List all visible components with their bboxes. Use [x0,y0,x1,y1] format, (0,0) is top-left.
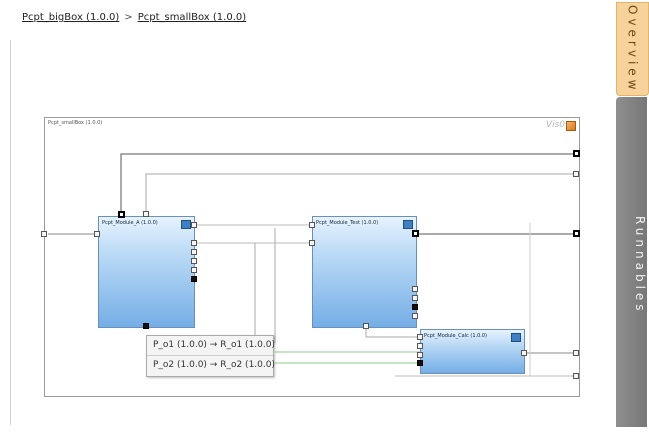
port-icon[interactable] [41,231,47,237]
port-icon[interactable] [94,231,100,237]
module-calc[interactable]: Pcpt_Module_Calc (1.0.0) [420,329,525,374]
port-icon[interactable] [573,350,579,356]
port-icon[interactable] [573,150,580,157]
port-icon[interactable] [191,249,197,255]
port-icon[interactable] [412,295,418,301]
port-icon[interactable] [143,323,149,329]
module-calc-menu-icon[interactable] [511,333,521,342]
port-icon[interactable] [521,350,527,356]
module-a[interactable]: Pcpt_Module_A (1.0.0) [98,216,195,328]
breadcrumb: Pcpt_bigBox (1.0.0) > Pcpt_smallBox (1.0.0… [22,12,246,23]
canvas-logo: Vis0 [545,120,565,130]
breadcrumb-separator: > [124,12,133,23]
module-a-menu-icon[interactable] [181,220,191,229]
breadcrumb-item-bigbox[interactable]: Pcpt_bigBox (1.0.0) [22,12,120,23]
tooltip-line-1: P_o1 (1.0.0) → R_o1 (1.0.0) [153,340,275,350]
port-icon[interactable] [309,222,315,228]
port-icon[interactable] [417,352,423,358]
port-icon[interactable] [417,360,423,366]
port-icon[interactable] [118,211,125,218]
port-icon[interactable] [417,343,423,349]
expand-icon[interactable] [566,121,576,131]
port-icon[interactable] [191,222,197,228]
tooltip-line-2: P_o2 (1.0.0) → R_o2 (1.0.0) [147,355,275,375]
port-icon[interactable] [417,334,423,340]
port-icon[interactable] [363,323,369,329]
connection-wires [48,153,576,377]
connection-tooltip: P_o1 (1.0.0) → R_o1 (1.0.0) P_o2 (1.0.0)… [146,335,275,377]
port-icon[interactable] [191,258,197,264]
module-a-title: Pcpt_Module_A (1.0.0) [102,220,158,226]
module-test[interactable]: Pcpt_Module_Test (1.0.0) [312,216,417,328]
port-icon[interactable] [573,230,580,237]
breadcrumb-item-smallbox[interactable]: Pcpt_smallBox (1.0.0) [137,12,247,23]
module-test-menu-icon[interactable] [403,220,413,229]
port-icon[interactable] [191,240,197,246]
port-icon[interactable] [573,171,579,177]
module-test-title: Pcpt_Module_Test (1.0.0) [316,220,379,226]
port-icon[interactable] [191,276,197,282]
port-icon[interactable] [412,313,418,319]
sidebar: Overview Runnables [616,2,649,428]
port-icon[interactable] [309,240,315,246]
canvas-title: Pcpt_smallBox (1.0.0) [48,120,103,126]
tab-runnables[interactable]: Runnables [616,97,647,427]
port-icon[interactable] [412,286,418,292]
left-divider [10,40,11,425]
port-icon[interactable] [143,211,149,217]
diagram-canvas[interactable]: Pcpt_smallBox (1.0.0) Vis0 [41,117,580,397]
port-icon[interactable] [191,267,197,273]
module-calc-title: Pcpt_Module_Calc (1.0.0) [424,333,487,339]
port-icon[interactable] [573,373,579,379]
tab-overview[interactable]: Overview [616,2,649,96]
port-icon[interactable] [412,230,419,237]
port-icon[interactable] [412,304,418,310]
